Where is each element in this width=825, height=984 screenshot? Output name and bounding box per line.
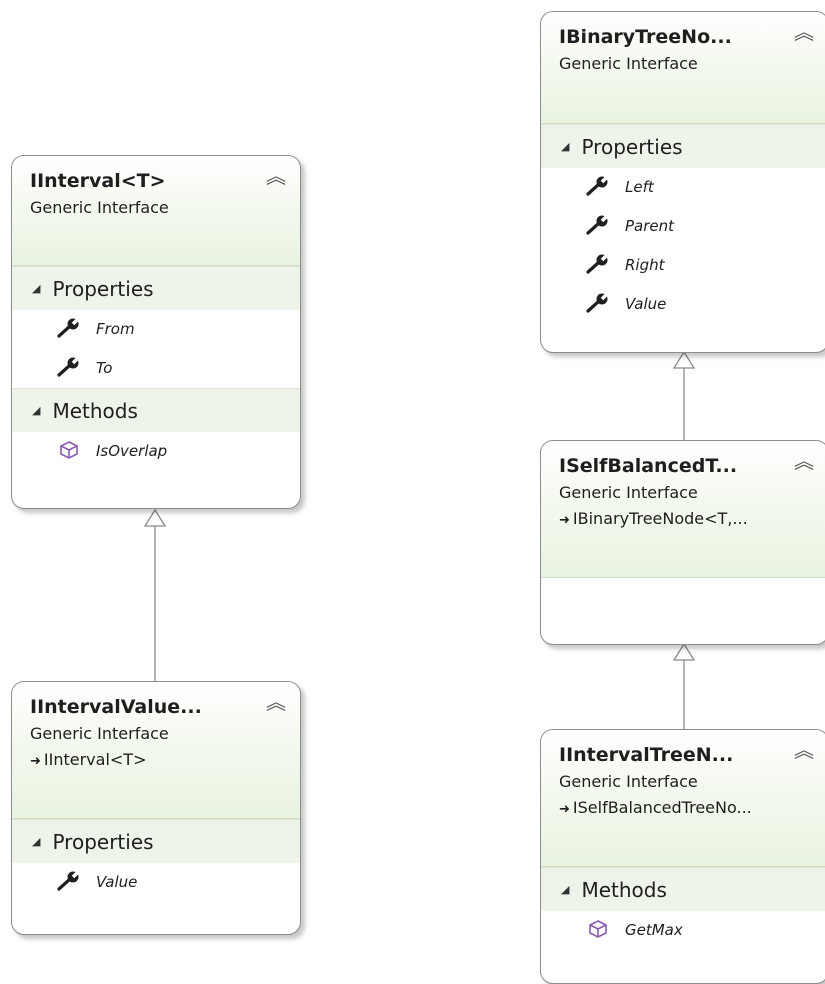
double-chevron-up-icon[interactable]: ︽ [794, 449, 814, 473]
base-type: ➜IInterval<T> [30, 749, 290, 773]
wrench-icon [57, 870, 82, 891]
section-label: Properties [52, 830, 154, 854]
class-box-iintervalvalue[interactable]: IIntervalValue... Generic Interface ➜IIn… [11, 681, 301, 935]
wrench-icon [586, 214, 611, 235]
class-box-iselfbalancedtreenode[interactable]: ISelfBalancedT... Generic Interface ➜IBi… [540, 440, 825, 645]
class-box-iintervaltreenode[interactable]: IIntervalTreeN... Generic Interface ➜ISe… [540, 729, 825, 984]
member-property[interactable]: To [12, 349, 300, 388]
arrow-right-icon: ➜ [559, 802, 570, 817]
section-label: Methods [52, 399, 138, 423]
member-property[interactable]: From [12, 310, 300, 349]
member-label: GetMax [625, 921, 683, 939]
box-subtitle: Generic Interface [559, 483, 698, 502]
base-type-label: IInterval<T> [43, 750, 147, 769]
wrench-icon [57, 317, 82, 338]
member-method[interactable]: IsOverlap [12, 432, 300, 471]
box-header[interactable]: IInterval<T> Generic Interface ︽ [12, 156, 300, 266]
box-subtitle: Generic Interface [30, 724, 169, 743]
arrow-right-icon: ➜ [30, 754, 41, 769]
member-property[interactable]: Right [541, 246, 825, 285]
class-box-iinterval[interactable]: IInterval<T> Generic Interface ︽ ◢ Proper… [11, 155, 301, 509]
double-chevron-up-icon[interactable]: ︽ [794, 738, 814, 762]
box-subtitle: Generic Interface [30, 198, 169, 217]
double-chevron-up-icon[interactable]: ︽ [266, 690, 286, 714]
box-subtitle: Generic Interface [559, 772, 698, 791]
section-methods[interactable]: ◢ Methods [541, 867, 825, 911]
member-property[interactable]: Value [12, 863, 300, 902]
wrench-icon [57, 356, 82, 377]
section-label: Methods [581, 878, 667, 902]
base-type: ➜IBinaryTreeNode<T,... [559, 508, 818, 532]
inheritance-arrow-ii-to-iintervalvalue [143, 508, 167, 681]
section-label: Properties [52, 277, 154, 301]
triangle-down-icon[interactable]: ◢ [32, 834, 41, 848]
double-chevron-up-icon[interactable]: ︽ [266, 164, 286, 188]
section-methods[interactable]: ◢ Methods [12, 388, 300, 432]
member-label: Value [96, 873, 138, 891]
base-type-label: ISelfBalancedTreeNo... [572, 798, 752, 817]
member-label: Left [625, 178, 654, 196]
double-chevron-up-icon[interactable]: ︽ [794, 20, 814, 44]
box-header[interactable]: ISelfBalancedT... Generic Interface ➜IBi… [541, 441, 825, 578]
triangle-down-icon[interactable]: ◢ [561, 882, 570, 896]
box-header[interactable]: IIntervalValue... Generic Interface ➜IIn… [12, 682, 300, 819]
section-properties[interactable]: ◢ Properties [12, 266, 300, 310]
wrench-icon [586, 292, 611, 313]
member-label: IsOverlap [96, 442, 168, 460]
section-properties[interactable]: ◢ Properties [541, 124, 825, 168]
wrench-icon [586, 175, 611, 196]
box-title: IBinaryTreeNo... [559, 26, 732, 48]
section-properties[interactable]: ◢ Properties [12, 819, 300, 863]
inheritance-arrow-selfbalanced-to-intervaltree [672, 642, 696, 729]
box-title: ISelfBalancedT... [559, 455, 738, 477]
member-label: Value [625, 295, 667, 313]
box-title: IIntervalTreeN... [559, 744, 734, 766]
member-property[interactable]: Parent [541, 207, 825, 246]
member-label: Right [625, 256, 665, 274]
box-header[interactable]: IBinaryTreeNo... Generic Interface ︽ [541, 12, 825, 124]
member-property[interactable]: Left [541, 168, 825, 207]
base-type: ➜ISelfBalancedTreeNo... [559, 797, 818, 821]
cube-icon [589, 919, 607, 938]
box-subtitle: Generic Interface [559, 54, 698, 73]
box-title: IInterval<T> [30, 170, 166, 192]
member-property[interactable]: Value [541, 285, 825, 324]
member-label: Parent [625, 217, 675, 235]
member-method[interactable]: GetMax [541, 911, 825, 950]
class-box-ibinarytreenode[interactable]: IBinaryTreeNo... Generic Interface ︽ ◢ Pr… [540, 11, 825, 353]
arrow-right-icon: ➜ [559, 513, 570, 528]
triangle-down-icon[interactable]: ◢ [32, 403, 41, 417]
triangle-down-icon[interactable]: ◢ [561, 139, 570, 153]
cube-icon [60, 440, 78, 459]
wrench-icon [586, 253, 611, 274]
section-label: Properties [581, 135, 683, 159]
base-type-label: IBinaryTreeNode<T,... [572, 509, 748, 528]
member-label: To [96, 359, 113, 377]
triangle-down-icon[interactable]: ◢ [32, 281, 41, 295]
inheritance-arrow-binary-to-selfbalanced [672, 350, 696, 440]
member-label: From [96, 320, 135, 338]
box-header[interactable]: IIntervalTreeN... Generic Interface ➜ISe… [541, 730, 825, 867]
box-title: IIntervalValue... [30, 696, 202, 718]
